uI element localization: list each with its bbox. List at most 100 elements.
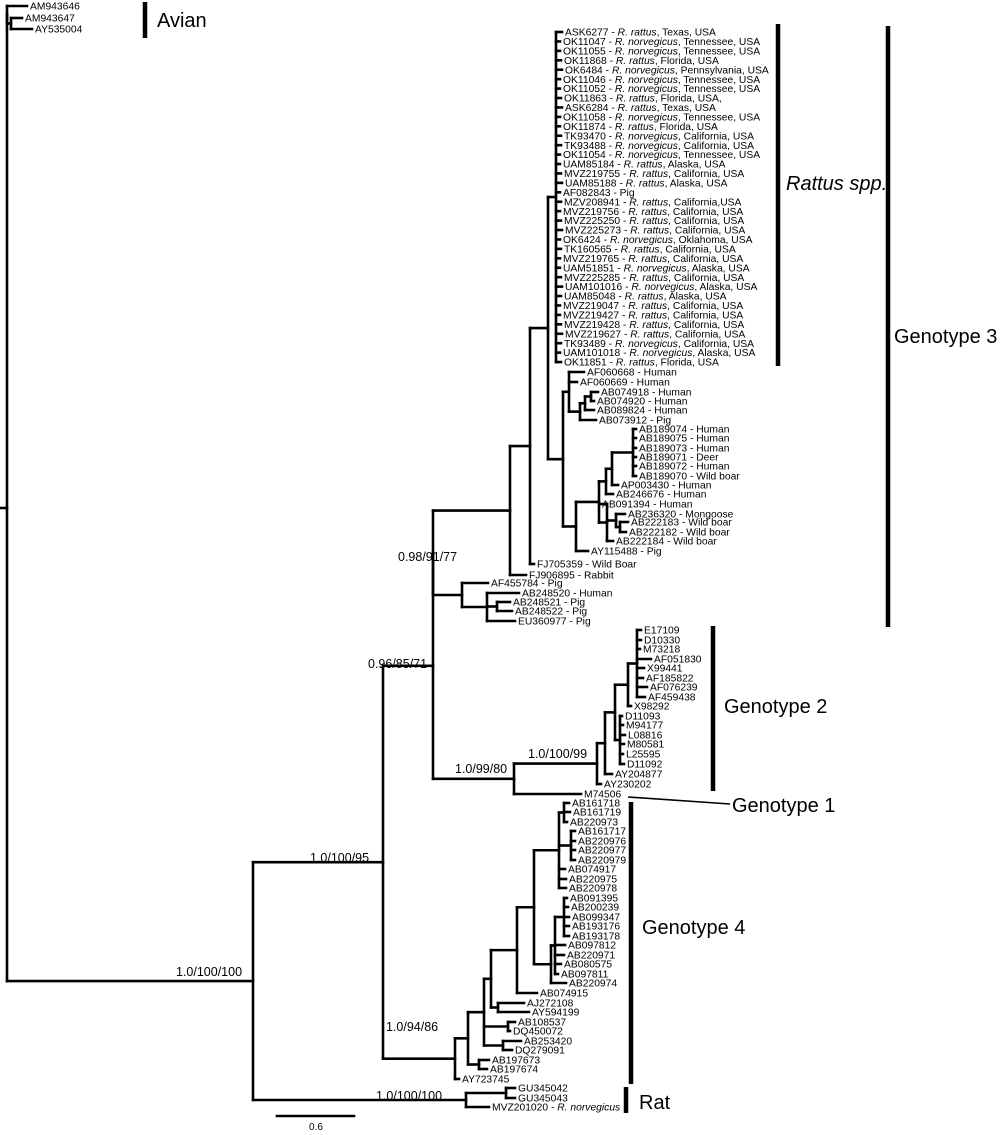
leaf-label-g4_30: AY723745 [462,1075,510,1086]
leaf-label-r34: TK93489 - R. norvegicus, California, USA [564,339,754,350]
leaf-label-r31: MVZ219427 - R. rattus, California, USA [563,311,743,322]
leaf-location: , Tennessee, USA [678,150,760,161]
leaf-label-avian2: AM943647 [25,14,75,25]
leaf-label-g2_7: AF076239 [650,683,698,694]
leaf-accession: D11092 [627,760,663,771]
leaf-accession: AB073912 - Pig [599,416,671,427]
leaf-accession: MVZ225285 - [564,273,629,284]
leaf-accession: UAM101018 - [563,348,629,359]
leaf-location: , California, USA [667,311,743,322]
leaf-label-g2_12: L08816 [628,731,663,742]
leaf-accession: AY723745 [462,1075,510,1086]
genotype1-pointer-line [627,796,731,805]
support-genotype3: 0.98/91/77 [398,550,457,564]
leaf-location: , Florida, USA [654,122,718,133]
leaf-label-g4_16: AB097812 [568,941,616,952]
leaf-label-g3b3: AB189073 - Human [639,444,730,455]
scale-bar-label: 0.6 [309,1122,323,1133]
leaf-species: R. norvegicus [615,37,678,48]
leaf-label-g2_13: M80581 [627,740,664,751]
leaf-accession: AB220979 [578,856,626,867]
leaf-label-r15: UAM85184 - R. rattus, Alaska, USA [563,160,726,171]
leaf-location: , Florida, USA [655,56,719,67]
leaf-label-g3b4: AB189071 - Deer [639,453,719,464]
leaf-species: R. rattus [629,169,668,180]
leaf-label-g2_2: D10330 [644,636,680,647]
leaf-species: R. rattus [629,197,668,208]
leaf-label-r6: OK11046 - R. norvegicus, Tennessee, USA [563,75,760,86]
leaf-label-g4_13: AB099347 [572,913,620,924]
leaf-accession: AB253420 [524,1037,572,1048]
leaf-label-g4_10: AB220978 [569,884,617,895]
leaf-location: , California, USA [669,226,745,237]
leaf-label-g4_22: AJ272108 [527,999,574,1010]
clade-bars [142,2,891,1113]
leaf-label-g4_14: AB193176 [572,922,620,933]
leaf-label-r29: UAM85048 - R. rattus, Alaska, USA [564,292,727,303]
leaf-species: R. rattus [624,160,663,171]
leaf-label-r24: TK160565 - R. rattus, California, USA [564,244,736,255]
leaf-label-r16: MVZ219755 - R. rattus, California, USA [564,169,744,180]
leaf-species: R. rattus [628,301,667,312]
support-genotype2: 1.0/100/99 [528,747,587,761]
leaf-accession: AB161719 [573,808,621,819]
clade-label-rat: Rat [639,1092,671,1114]
leaf-label-g4_18: AB080575 [564,960,612,971]
leaf-location: , California, USA [668,216,744,227]
leaf-label-rat3: MVZ201020 - R. norvegicus [492,1103,620,1114]
leaf-species: R. rattus [629,216,668,227]
leaf-label-r17: UAM85188 - R. rattus, Alaska, USA [565,178,728,189]
leaf-species: R. rattus [615,122,654,133]
leaf-label-g4_7: AB220979 [578,856,626,867]
leaf-accession: MVZ225250 - [564,216,629,227]
leaf-species: R. rattus [628,207,667,218]
leaf-species: R. norvegicus [629,348,692,359]
leaf-label-g2_10: D11093 [625,712,661,723]
support-rat: 1.0/100/100 [376,1089,442,1103]
leaf-label-g4_20: AB220974 [569,979,617,990]
leaf-label-g4_1: AB161718 [572,799,620,810]
leaf-label-g2_15: D11092 [627,760,663,771]
leaf-accession: OK11874 - [563,122,615,133]
leaf-label-g2_5: X99441 [647,664,683,675]
leaf-species: R. rattus [630,329,669,340]
leaf-accession: OK6424 - [563,235,610,246]
leaf-species: R. rattus [616,56,655,67]
leaf-label-g2_11: M94177 [626,721,663,732]
leaf-location: , Oklahoma, USA [673,235,753,246]
leaf-label-r9: ASK6284 - R. rattus, Texas, USA [565,103,716,114]
leaf-label-r4: OK11868 - R. rattus, Florida, USA [564,56,719,67]
leaf-species: R. rattus [621,244,660,255]
leaf-label-r27: MVZ225285 - R. rattus, California, USA [564,273,744,284]
leaf-location: , Tennessee, USA [678,75,760,86]
leaf-accession: AB246676 - Human [616,490,707,501]
leaf-accession: MVZ219756 - [563,207,628,218]
support-genotype4: 1.0/94/86 [386,1020,438,1034]
support-root-main: 1.0/100/100 [176,965,242,979]
leaf-species: R. rattus [618,103,657,114]
leaf-location: , Alaska, USA [663,160,726,171]
leaf-accession: AB189073 - Human [639,444,730,455]
leaf-accession: AB193178 [572,932,620,943]
leaf-location: , Tennessee, USA [678,112,760,123]
leaf-accession: AB091395 [570,894,618,905]
leaf-label-r35: UAM101018 - R. norvegicus, Alaska, USA [563,348,755,359]
leaf-accession: FJ705359 - Wild Boar [537,560,637,571]
leaf-species: R. norvegicus [631,282,694,293]
leaf-location: , Alaska, USA [664,292,727,303]
leaf-accession: TK160565 - [564,244,621,255]
support-g1-g2: 1.0/99/80 [455,762,507,776]
leaf-accession: TK93470 - [564,131,615,142]
leaf-label-g3b5: AB189072 - Human [639,462,730,473]
leaf-label-g2_3: M73218 [643,645,680,656]
leaf-accession: AY230202 [604,780,652,791]
leaf-label-g3b7: AP003430 - Human [621,481,712,492]
leaf-label-r23: OK6424 - R. norvegicus, Oklahoma, USA [563,235,753,246]
leaf-label-g3b13: AB222184 - Wild boar [616,537,717,548]
leaf-accession: OK11047 - [563,37,615,48]
leaf-location: , Alaska, USA [665,178,728,189]
leaf-species: R. norvegicus [624,263,687,274]
leaf-label-r11: OK11874 - R. rattus, Florida, USA [563,122,718,133]
leaf-accession: OK11863 - [564,94,616,105]
leaf-accession: AB220976 [578,837,626,848]
